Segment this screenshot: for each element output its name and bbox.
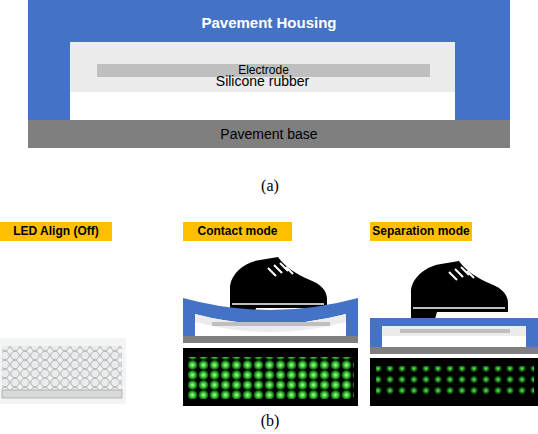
- node-text: LED Align (Off): [0, 224, 112, 238]
- housing-box: Pavement HousingSilicone rubberElectrode: [28, 0, 510, 120]
- panel-label: (a): [261, 177, 279, 195]
- node-text: Electrode: [97, 63, 430, 77]
- mode-tag: Contact mode: [183, 222, 292, 241]
- silicone-layer: Silicone rubberElectrode: [70, 42, 455, 92]
- node-text: Pavement Housing: [28, 14, 510, 31]
- node-text: Pavement base: [28, 126, 510, 142]
- base-box: Pavement base: [28, 120, 510, 148]
- mode-tag: LED Align (Off): [0, 222, 112, 241]
- mode-tag: Separation mode: [370, 222, 472, 241]
- node-text: Contact mode: [183, 224, 292, 238]
- cavity-gap: [70, 92, 455, 120]
- node-text: Separation mode: [370, 224, 472, 238]
- panel-label: (b): [261, 412, 280, 430]
- electrode-bar: Electrode: [97, 64, 430, 77]
